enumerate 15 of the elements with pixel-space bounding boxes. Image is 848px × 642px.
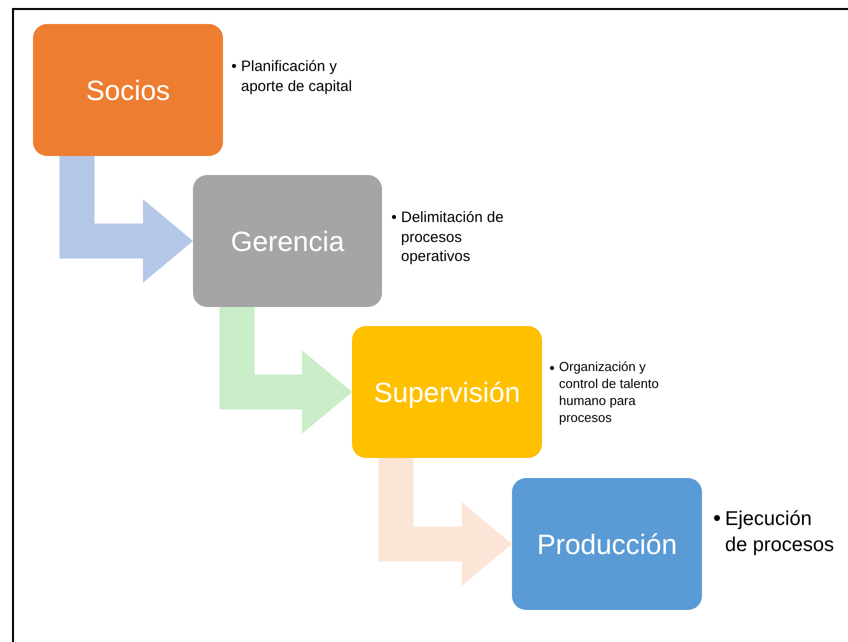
bullet-text: Planificación y aporte de capital bbox=[241, 57, 353, 96]
bullet-text: Organización y control de talento humano para procesos bbox=[559, 359, 660, 427]
bent-arrow bbox=[378, 458, 512, 586]
bent-arrow bbox=[220, 307, 352, 434]
box-title: Supervisión bbox=[374, 376, 520, 410]
bullet-text: Delimitación de procesos operativos bbox=[401, 208, 505, 266]
box-title: Socios bbox=[86, 74, 170, 108]
process-box bbox=[193, 175, 382, 307]
process-box bbox=[352, 326, 542, 458]
bullet-text: Ejecución de procesos bbox=[725, 507, 835, 558]
box-title: Producción bbox=[536, 528, 678, 562]
bent-arrow bbox=[60, 156, 193, 283]
process-box bbox=[33, 24, 223, 156]
process-box bbox=[512, 478, 702, 610]
box-title: Gerencia bbox=[230, 224, 344, 258]
